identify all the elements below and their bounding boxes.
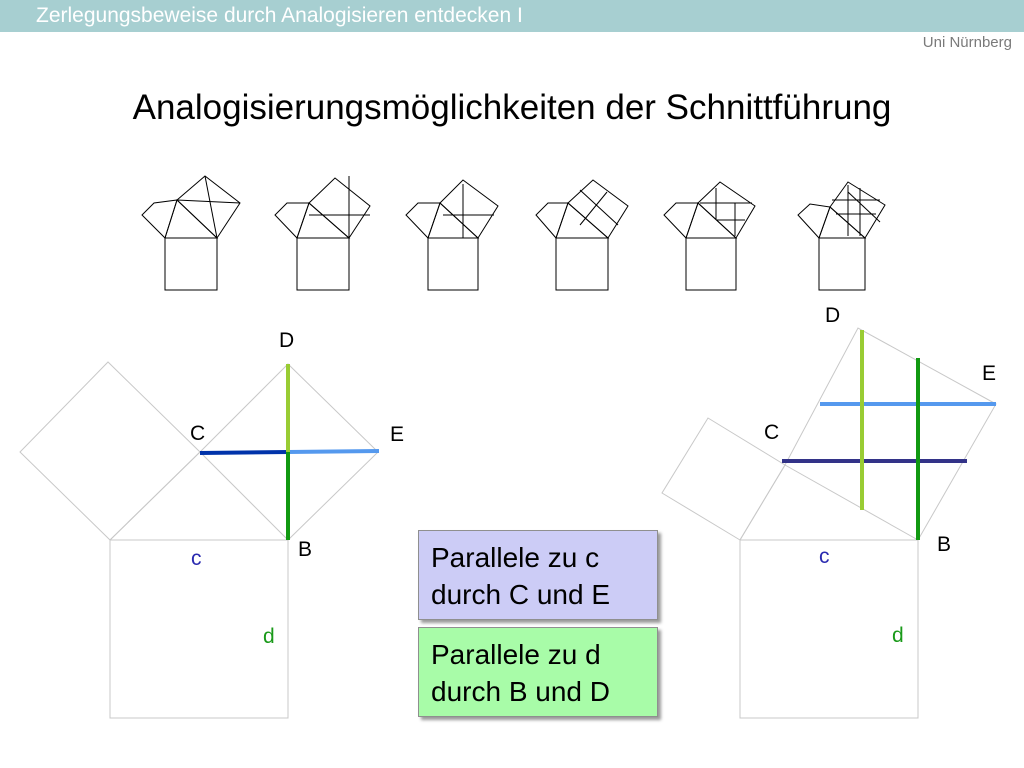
thumbnail-6 xyxy=(797,181,886,291)
thumbnail-4 xyxy=(535,179,629,291)
parallel-c-through-e xyxy=(287,449,380,454)
header-bar: Zerlegungsbeweise durch Analogisieren en… xyxy=(0,0,1024,32)
thumbnail-3 xyxy=(405,179,499,291)
left-side-d: d xyxy=(263,625,275,648)
note-d-line2: durch B und D xyxy=(431,676,610,707)
right-label-e: E xyxy=(982,362,996,385)
note-c-line2: durch C und E xyxy=(431,579,610,610)
parallel-c-through-c xyxy=(199,450,289,455)
note-parallel-c: Parallele zu c durch C und E xyxy=(418,530,658,620)
thumbnail-5 xyxy=(663,181,756,291)
note-c-line1: Parallele zu c xyxy=(431,542,600,573)
thumbnail-2 xyxy=(274,176,371,291)
institution-name: Uni Nürnberg xyxy=(922,34,1012,51)
left-label-b: B xyxy=(298,538,312,561)
right-side-c: c xyxy=(819,545,830,568)
left-label-c: C xyxy=(190,422,205,445)
left-label-e: E xyxy=(390,423,404,446)
right-figure: D E C B c d xyxy=(661,304,997,719)
left-side-c: c xyxy=(191,547,202,570)
right-label-d: D xyxy=(825,304,840,327)
right-label-b: B xyxy=(937,533,951,556)
slide-title: Analogisierungsmöglichkeiten der Schnitt… xyxy=(132,88,892,127)
left-figure: D C E B c d xyxy=(19,329,404,719)
note-parallel-d: Parallele zu d durch B und D xyxy=(418,627,658,717)
left-label-d: D xyxy=(279,329,294,352)
thumbnail-1 xyxy=(141,175,241,291)
right-label-c: C xyxy=(764,421,779,444)
topic-title: Zerlegungsbeweise durch Analogisieren en… xyxy=(36,4,523,27)
note-d-line1: Parallele zu d xyxy=(431,639,601,670)
thumbnail-figures xyxy=(141,175,886,291)
right-side-d: d xyxy=(892,624,904,647)
